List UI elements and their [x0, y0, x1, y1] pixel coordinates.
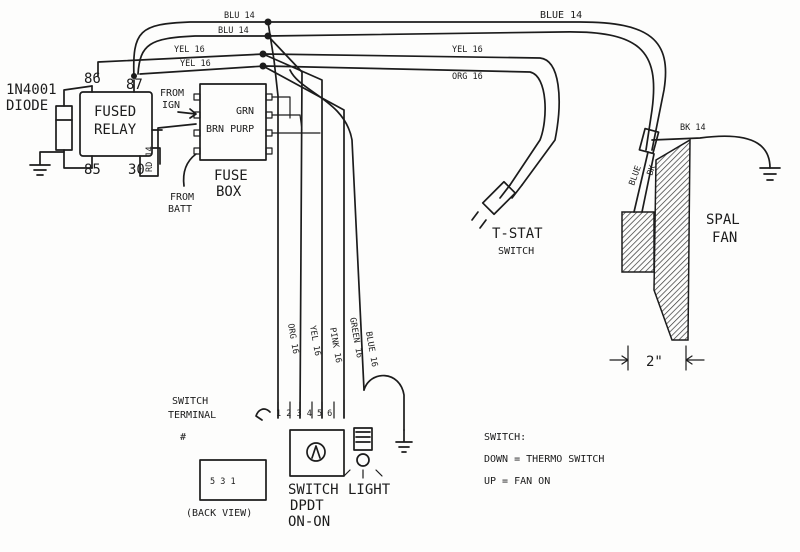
wire-yel16-2: [139, 65, 546, 186]
from-ign-label-1: FROM: [160, 88, 184, 99]
fuse-box-label-1: FUSE: [214, 168, 248, 184]
notes-line-1: DOWN = THERMO SWITCH: [484, 454, 604, 465]
fuse-pins-right: [265, 93, 273, 155]
tstat-switch: [471, 180, 523, 229]
fused-relay: [79, 79, 197, 177]
wire-drop-4: [262, 65, 345, 419]
wire-blue14-fan: [267, 21, 667, 151]
fuse-box: [177, 83, 321, 187]
dimension-line: [609, 345, 705, 371]
from-batt-arrow: [182, 153, 197, 187]
from-batt-label-2: BATT: [168, 204, 192, 215]
back-view-pins: 5 3 1: [210, 477, 236, 487]
wire-label-yel16-b: YEL 16: [180, 59, 211, 69]
switch-terminal-hash: #: [180, 432, 186, 443]
fuse-grn-label: GRN: [236, 106, 254, 117]
light-bulb: [356, 453, 370, 467]
back-view-label: (BACK VIEW): [186, 508, 252, 519]
wire-label-bk14: BK 14: [680, 123, 706, 133]
switch-terminal-pins: [277, 399, 345, 419]
switch-label-3: ON-ON: [288, 514, 330, 530]
wire-label-blu14-a: BLU 14: [224, 11, 255, 21]
fan-label-2: FAN: [712, 230, 737, 246]
wire-label-fan-bk: BK: [645, 163, 658, 177]
top-harness: [97, 18, 667, 419]
relay-pin-87: 87: [126, 77, 143, 93]
fan-dimension-label: 2": [646, 354, 663, 370]
tstat-body: [481, 180, 517, 216]
wire-bk14: [651, 135, 771, 169]
diode-symbol: [29, 85, 93, 176]
fuse-pins-left: [193, 93, 201, 155]
switch-terminal-label-2: TERMINAL: [168, 410, 216, 421]
switch-pin-numbers: 1 2 3 4 5 6: [276, 409, 332, 419]
diode-label-2: DIODE: [6, 98, 48, 114]
wire-label-pink16-v: PINK 16: [327, 327, 343, 364]
tstat-label-1: T-STAT: [492, 226, 543, 242]
ground-symbol: [395, 429, 413, 453]
wire-blu14-top: [132, 21, 269, 79]
relay-label-1: FUSED: [94, 104, 136, 120]
back-view-box: [199, 459, 267, 501]
relay-label-2: RELAY: [94, 122, 137, 138]
wire-yel16-1: [97, 53, 560, 186]
indicator-light: [343, 374, 413, 479]
wire-label-blu14-b: BLU 14: [218, 26, 249, 36]
fan-motor: [621, 211, 655, 273]
wire-drop-3: [262, 53, 323, 419]
light-socket: [353, 427, 373, 451]
fan-label-1: SPAL: [706, 212, 740, 228]
from-ign-label-2: IGN: [162, 100, 180, 111]
fan-blade: [653, 138, 691, 341]
switch-body: [289, 429, 345, 477]
wire-label-yel16-a: YEL 16: [174, 45, 205, 55]
wire-blu14-mid: [137, 35, 269, 75]
spal-fan: [609, 127, 781, 371]
fuse-brn-purp-label: BRN PURP: [206, 124, 254, 135]
wire-label-blue14-right: BLUE 14: [540, 10, 582, 21]
from-ign-arrow: [177, 108, 197, 119]
wire-label-org16-v: ORG 16: [285, 323, 300, 355]
wire-label-rd14: RD 14: [145, 146, 155, 172]
back-view-body: [199, 459, 267, 501]
wire-label-yel16-v: YEL 16: [307, 325, 322, 357]
fuse-box-label-2: BOX: [216, 184, 242, 200]
relay-pin-86: 86: [84, 71, 101, 87]
ground-symbol: [759, 167, 781, 181]
relay-body: [79, 91, 153, 157]
relay-pin-30: 30: [128, 162, 145, 178]
wire-drop-5: [289, 69, 365, 391]
wire-drop-1: [267, 21, 279, 419]
switch-label-1: SWITCH: [288, 482, 339, 498]
diode-body: [55, 105, 73, 151]
switch-label-2: DPDT: [290, 498, 324, 514]
wire-label-blue16-v: BLUE 16: [363, 331, 379, 368]
notes-line-2: UP = FAN ON: [484, 476, 550, 487]
fuse-out-2: [271, 114, 303, 131]
relay-pin-85: 85: [84, 162, 101, 178]
diode-label-1: 1N4001: [6, 82, 57, 98]
fuse-box-body: [199, 83, 267, 161]
light-label: LIGHT: [348, 482, 391, 498]
wire-drop-2: [267, 35, 303, 419]
tstat-label-2: SWITCH: [498, 246, 534, 257]
wire-blue14-fan-2: [267, 31, 655, 151]
wire-label-org16: ORG 16: [452, 72, 483, 82]
from-batt-label-1: FROM: [170, 192, 194, 203]
switch-toggle: [306, 442, 326, 462]
wire-label-yel16-right: YEL 16: [452, 45, 483, 55]
notes-title: SWITCH:: [484, 432, 526, 443]
junction-dot: [131, 73, 137, 79]
ground-symbol: [29, 151, 65, 176]
labels: 1N4001 DIODE 86 87 85 30 FUSED RELAY FRO…: [6, 10, 740, 530]
switch-terminal-label-1: SWITCH: [172, 396, 208, 407]
fuse-out-1: [271, 96, 291, 119]
fan-connector: [638, 127, 660, 155]
wire-rd14: [139, 123, 197, 177]
dpdt-switch: [255, 399, 345, 477]
